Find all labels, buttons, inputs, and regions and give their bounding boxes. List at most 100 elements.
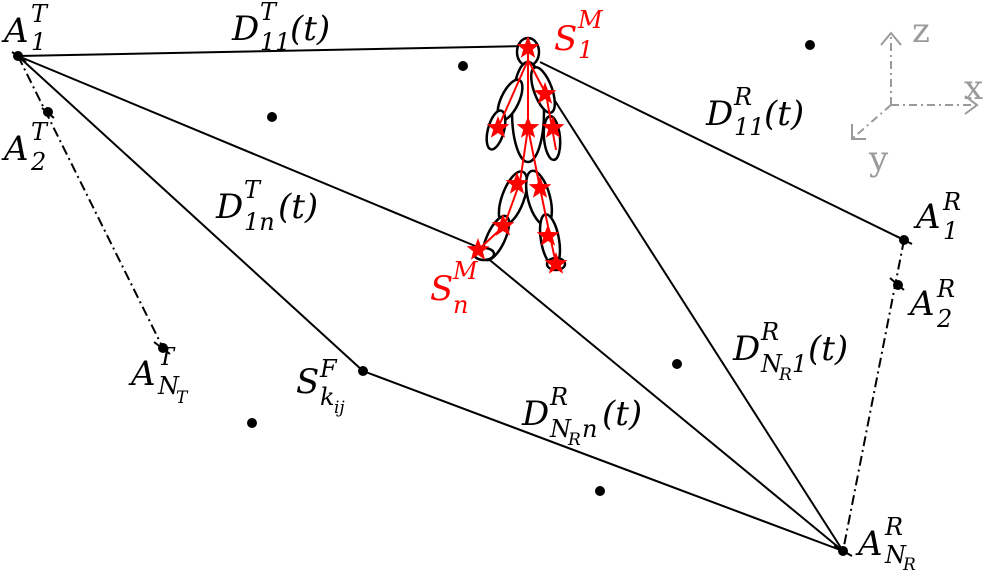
human-scatterer-star: [533, 82, 557, 104]
human-scatterer-star: [486, 116, 510, 138]
x-axis-arrowhead: [964, 95, 979, 115]
svg-text:M: M: [452, 257, 479, 285]
svg-text:1: 1: [943, 217, 958, 245]
svg-text:(t): (t): [278, 187, 318, 227]
antenna-anrr-dot: [838, 546, 848, 556]
svg-text:R: R: [884, 513, 903, 541]
label-dnr1r: D R N R 1 (t): [732, 318, 848, 385]
svg-text:T: T: [260, 0, 278, 26]
antenna-a1t-dot: [13, 51, 23, 61]
human-scatterer-star: [505, 172, 529, 194]
path-snm-to-anrr: [479, 251, 844, 552]
svg-text:R: R: [778, 365, 792, 385]
antenna-antt-dot: [158, 343, 168, 353]
human-scatterer-star: [516, 36, 540, 58]
svg-text:T: T: [31, 118, 49, 146]
svg-text:D: D: [215, 187, 243, 227]
svg-text:n: n: [453, 291, 468, 319]
fixed-scatterer-skf-dot: [358, 366, 368, 376]
propagation-paths: [17, 45, 905, 552]
svg-text:N: N: [549, 415, 572, 443]
svg-text:(t): (t): [764, 94, 804, 134]
svg-text:R: R: [760, 318, 779, 346]
svg-text:11: 11: [260, 28, 291, 56]
rx-antenna-array-line: [842, 239, 905, 552]
coordinate-axes: [851, 31, 979, 140]
svg-text:ij: ij: [334, 398, 345, 418]
svg-text:S: S: [554, 19, 577, 59]
fixed-scatterer-dot: [805, 40, 815, 50]
svg-text:N: N: [760, 350, 783, 378]
path-a1t-to-snm: [17, 55, 481, 249]
label-a2t: A T 2: [1, 118, 49, 176]
antenna-a2r-dot: [893, 280, 903, 290]
svg-text:k: k: [320, 383, 335, 411]
path-a1t-to-skf: [17, 55, 364, 372]
svg-text:D: D: [705, 94, 733, 134]
path-a1t-to-s1m: [17, 45, 529, 57]
z-axis-arrowhead: [880, 31, 902, 46]
y-axis-label: y: [868, 139, 889, 179]
label-dnrnr: D R N R n (t): [521, 383, 642, 450]
label-antt: A T N T: [128, 343, 189, 408]
svg-text:A: A: [913, 197, 941, 237]
svg-text:(t): (t): [290, 9, 330, 49]
human-scatterer-star: [528, 176, 552, 198]
fixed-scatterer-dot: [595, 486, 605, 496]
svg-text:A: A: [1, 11, 29, 51]
path-skf-to-anrr: [362, 370, 844, 552]
human-scatterer-star: [466, 238, 490, 260]
point-markers: [13, 40, 909, 556]
label-anrr: A R N R: [855, 513, 916, 571]
human-scatterer-stars: [466, 36, 568, 274]
human-scatterer-star: [541, 116, 565, 138]
svg-text:2: 2: [30, 148, 46, 176]
svg-text:R: R: [942, 188, 961, 216]
human-scatterer-star: [536, 224, 560, 246]
y-axis-arrowhead: [851, 124, 866, 140]
fixed-scatterer-dot: [247, 418, 257, 428]
svg-text:1: 1: [792, 350, 807, 378]
svg-text:(t): (t): [808, 329, 848, 369]
path-s1m-to-a1r: [539, 61, 905, 241]
label-s1m: S M 1: [554, 6, 604, 64]
fixed-scatterer-dot: [672, 359, 682, 369]
antenna-a1r-dot: [899, 235, 909, 245]
svg-text:11: 11: [734, 113, 765, 141]
svg-text:N: N: [884, 541, 907, 569]
human-scatterer-star: [516, 116, 540, 138]
svg-text:F: F: [319, 355, 338, 383]
svg-text:1n: 1n: [244, 208, 275, 236]
svg-text:(t): (t): [602, 394, 642, 434]
label-a1r: A R 1: [913, 188, 961, 245]
label-a2r: A R 2: [907, 275, 955, 333]
human-body-model: [466, 36, 568, 274]
svg-text:R: R: [567, 430, 581, 450]
svg-text:A: A: [128, 354, 156, 394]
label-skf: S F k ij: [296, 355, 345, 418]
svg-text:A: A: [855, 524, 883, 564]
z-axis-label: z: [912, 11, 930, 51]
label-d11r: D R 11 (t): [705, 83, 804, 141]
svg-text:A: A: [907, 284, 935, 324]
svg-text:1: 1: [31, 28, 46, 56]
y-axis-line: [852, 104, 892, 139]
svg-text:S: S: [430, 269, 453, 309]
labels: A T 1 A T 2 A T N T A R 1 A R 2: [1, 0, 961, 571]
path-s1m-to-anrr: [547, 89, 844, 552]
svg-text:D: D: [521, 394, 549, 434]
svg-text:R: R: [733, 83, 752, 111]
svg-text:R: R: [549, 383, 568, 411]
svg-text:D: D: [231, 9, 259, 49]
fixed-scatterer-dot: [267, 112, 277, 122]
svg-text:D: D: [732, 329, 760, 369]
tx-antenna-array-line: [17, 55, 164, 349]
svg-text:T: T: [176, 388, 189, 408]
svg-text:N: N: [157, 372, 180, 400]
axis-labels: z x y: [868, 11, 983, 179]
svg-text:T: T: [31, 0, 49, 28]
svg-text:M: M: [577, 6, 604, 34]
svg-text:S: S: [296, 362, 319, 402]
svg-text:2: 2: [936, 305, 952, 333]
label-a1t: A T 1: [1, 0, 49, 56]
